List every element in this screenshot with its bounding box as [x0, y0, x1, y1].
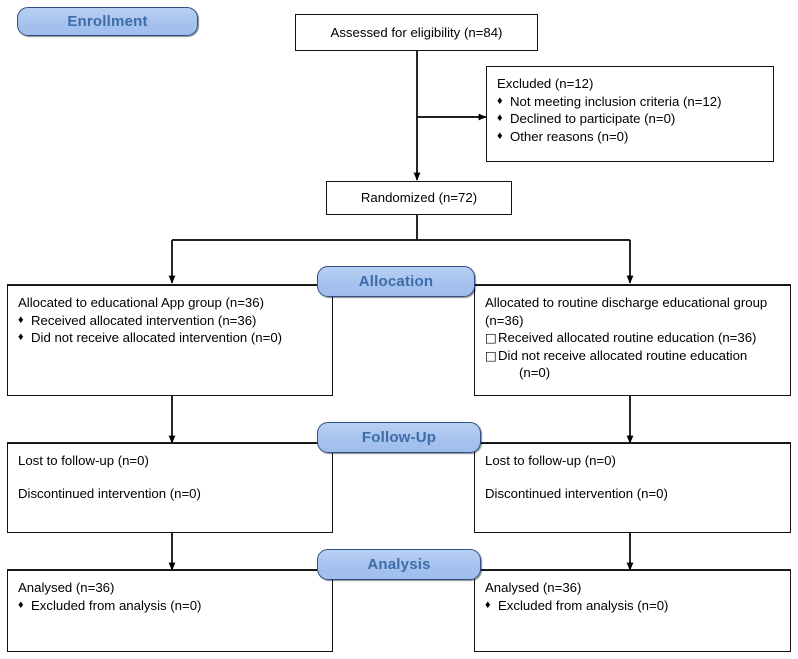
diamond-bullet-icon: ♦ — [485, 598, 491, 611]
followup-left-line1: Lost to follow-up (n=0) — [18, 453, 149, 468]
analysis-right-item-text: Excluded from analysis (n=0) — [498, 597, 669, 613]
allocated-right-heading-line2: (n=36) — [485, 312, 524, 328]
stage-label-enrollment-text: Enrollment — [67, 13, 148, 30]
excluded-item: ♦ Not meeting inclusion criteria (n=12) — [497, 93, 763, 111]
box-analysis-right: Analysed (n=36) ♦ Excluded from analysis… — [474, 570, 791, 652]
square-bullet-icon: □ — [485, 330, 497, 346]
excluded-heading: Excluded (n=12) — [497, 76, 594, 91]
stage-label-followup: Follow-Up — [317, 422, 481, 453]
box-assessed-for-eligibility: Assessed for eligibility (n=84) — [295, 14, 538, 51]
diamond-bullet-icon: ♦ — [18, 331, 24, 344]
excluded-item: ♦ Other reasons (n=0) — [497, 128, 763, 146]
allocated-right-item: □ Did not receive allocated routine educ… — [485, 347, 780, 365]
box-followup-right: Lost to follow-up (n=0) Discontinued int… — [474, 443, 791, 533]
assessed-for-eligibility-text: Assessed for eligibility (n=84) — [330, 24, 503, 40]
box-followup-left: Lost to follow-up (n=0) Discontinued int… — [7, 443, 333, 533]
diamond-bullet-icon: ♦ — [497, 129, 503, 142]
diamond-bullet-icon: ♦ — [18, 598, 24, 611]
allocated-right-heading-line1: Allocated to routine discharge education… — [485, 295, 768, 310]
square-bullet-icon: □ — [485, 347, 497, 363]
allocated-right-item-text: Received allocated routine education (n=… — [498, 330, 757, 346]
allocated-right-item-text: Did not receive allocated routine educat… — [498, 347, 748, 363]
allocated-left-item: ♦ Did not receive allocated intervention… — [18, 329, 322, 347]
excluded-item-text: Other reasons (n=0) — [510, 128, 629, 144]
stage-label-allocation: Allocation — [317, 266, 475, 297]
allocated-left-heading: Allocated to educational App group (n=36… — [18, 295, 264, 310]
allocated-left-item-text: Received allocated intervention (n=36) — [31, 312, 257, 328]
excluded-item-text: Declined to participate (n=0) — [510, 111, 676, 127]
box-analysis-left: Analysed (n=36) ♦ Excluded from analysis… — [7, 570, 333, 652]
stage-label-followup-text: Follow-Up — [361, 429, 437, 446]
diamond-bullet-icon: ♦ — [18, 313, 24, 326]
stage-label-analysis-text: Analysis — [367, 556, 431, 573]
stage-label-allocation-text: Allocation — [358, 273, 434, 290]
followup-right-line2: Discontinued intervention (n=0) — [485, 485, 668, 501]
analysis-right-item: ♦ Excluded from analysis (n=0) — [485, 597, 780, 615]
allocated-right-item-continuation: (n=0) — [519, 365, 551, 381]
stage-label-enrollment: Enrollment — [17, 7, 198, 36]
analysis-left-heading: Analysed (n=36) — [18, 580, 115, 595]
box-allocated-app-group: Allocated to educational App group (n=36… — [7, 285, 333, 396]
diamond-bullet-icon: ♦ — [497, 112, 503, 125]
analysis-left-item: ♦ Excluded from analysis (n=0) — [18, 597, 322, 615]
excluded-item: ♦ Declined to participate (n=0) — [497, 110, 763, 128]
analysis-left-item-text: Excluded from analysis (n=0) — [31, 597, 202, 613]
allocated-right-item: □ Received allocated routine education (… — [485, 329, 780, 347]
box-excluded: Excluded (n=12) ♦ Not meeting inclusion … — [486, 66, 774, 162]
diamond-bullet-icon: ♦ — [497, 94, 503, 107]
box-randomized: Randomized (n=72) — [326, 181, 512, 215]
followup-right-spacer — [485, 470, 780, 485]
excluded-item-text: Not meeting inclusion criteria (n=12) — [510, 93, 722, 109]
followup-right-line1: Lost to follow-up (n=0) — [485, 453, 616, 468]
box-allocated-routine-group: Allocated to routine discharge education… — [474, 285, 791, 396]
analysis-right-heading: Analysed (n=36) — [485, 580, 582, 595]
randomized-text: Randomized (n=72) — [360, 190, 478, 206]
allocated-left-item-text: Did not receive allocated intervention (… — [31, 330, 283, 346]
followup-left-spacer — [18, 470, 322, 485]
followup-left-line2: Discontinued intervention (n=0) — [18, 485, 201, 501]
stage-label-analysis: Analysis — [317, 549, 481, 580]
allocated-left-item: ♦ Received allocated intervention (n=36) — [18, 312, 322, 330]
